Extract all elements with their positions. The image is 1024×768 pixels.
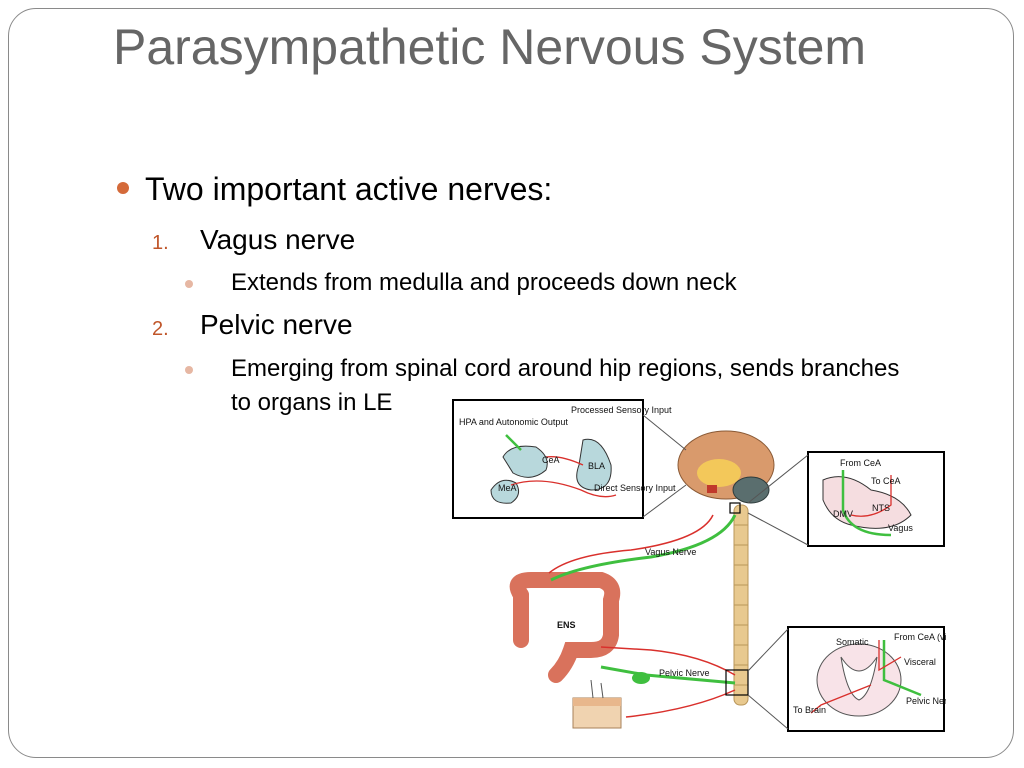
- item-detail-pelvic: Emerging from spinal cord around hip reg…: [231, 355, 900, 416]
- sub-bullet-dot: [185, 366, 193, 374]
- bullet-dot: [117, 182, 129, 194]
- brain-illustration: [677, 430, 775, 514]
- nts-label: NTS: [872, 503, 890, 513]
- item-number-1: 1.: [152, 232, 169, 254]
- bla-label: BLA: [588, 461, 605, 471]
- pelvic-nerve-label: Pelvic Nerve: [659, 668, 710, 678]
- from-cea-label: From CeA: [840, 458, 881, 468]
- spinal-column: [733, 504, 749, 706]
- to-cea-label: To CeA: [871, 476, 901, 486]
- intestine-illustration: [509, 572, 621, 683]
- mea-label: MeA: [498, 483, 517, 493]
- ens-label: ENS: [557, 620, 576, 630]
- amygdala-inset: HPA and Autonomic Output Processed Senso…: [452, 399, 676, 519]
- from-cea-lc-label: From CeA (via LC/BN): [894, 632, 946, 642]
- nervous-system-diagram: ENS Vagus Nerve Pelvic Nerve HPA and Aut…: [451, 395, 946, 746]
- item-label-vagus: Vagus nerve: [200, 224, 356, 255]
- spinal-cord-inset: Somatic From CeA (via LC/BN) Visceral Pe…: [787, 626, 946, 732]
- hpa-output-label: HPA and Autonomic Output: [459, 417, 568, 427]
- dmv-label: DMV: [833, 509, 853, 519]
- slide-frame: [8, 8, 1014, 758]
- item-detail-vagus: Extends from medulla and proceeds down n…: [231, 269, 737, 296]
- vagus-label: Vagus: [888, 523, 913, 533]
- direct-input-label: Direct Sensory Input: [594, 483, 676, 493]
- brainstem-inset: From CeA To CeA DMV NTS Vagus: [807, 451, 945, 547]
- main-bullet: Two important active nerves:: [145, 171, 553, 207]
- vagus-nerve-label: Vagus Nerve: [645, 547, 696, 557]
- skin-illustration: [572, 679, 622, 729]
- item-label-pelvic: Pelvic nerve: [200, 309, 353, 340]
- item-number-2: 2.: [152, 318, 169, 340]
- somatic-label: Somatic: [836, 637, 869, 647]
- sub-bullet-dot: [185, 280, 193, 288]
- pelvic-nerve-inset-label: Pelvic Nerve: [906, 696, 946, 706]
- processed-input-label: Processed Sensory Input: [571, 405, 672, 415]
- slide-title: Parasympathetic Nervous System: [113, 19, 867, 75]
- visceral-label: Visceral: [904, 657, 936, 667]
- to-brain-label: To Brain: [793, 705, 826, 715]
- cea-label: CeA: [542, 455, 560, 465]
